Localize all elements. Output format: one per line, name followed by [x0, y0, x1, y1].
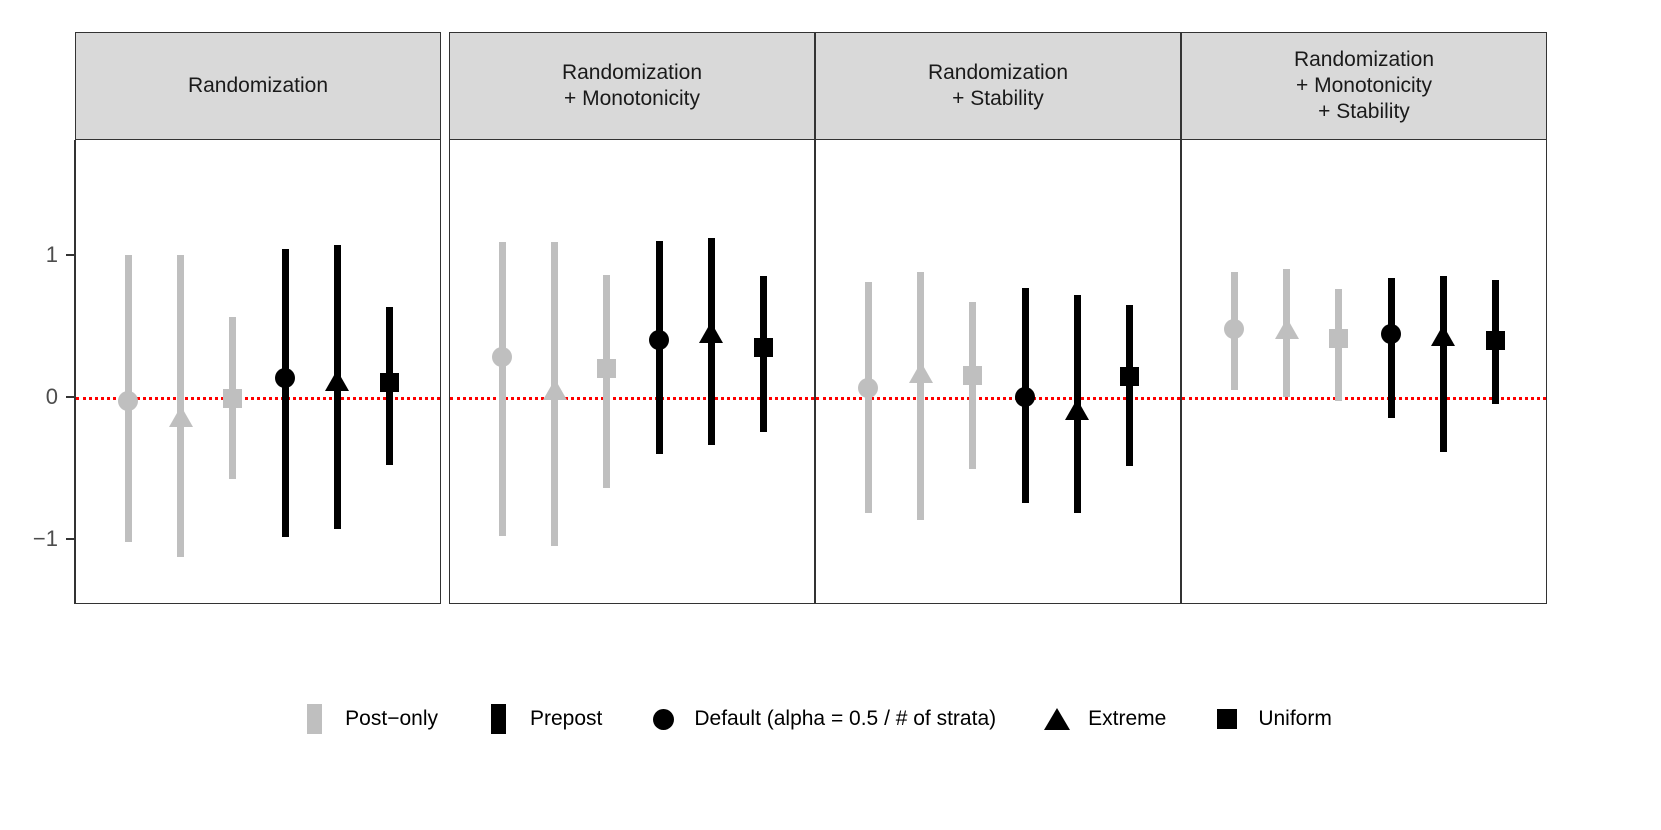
legend-item[interactable]: Prepost [476, 704, 640, 734]
estimate-circle-marker [858, 378, 879, 399]
facet-strip-label: Randomization + Monotonicity + Stability [1293, 48, 1435, 123]
estimate-square-marker [597, 358, 617, 378]
legend-key [1204, 709, 1250, 729]
legend-key [476, 704, 522, 734]
confidence-interval-bar [969, 301, 977, 470]
y-tick-mark [66, 395, 74, 398]
confidence-interval-bar [498, 242, 506, 536]
estimate-triangle-marker [1431, 324, 1456, 346]
legend-key [640, 708, 686, 730]
legend-label: Uniform [1258, 707, 1332, 730]
legend-key [1034, 708, 1080, 730]
zero-reference-line [450, 396, 814, 400]
facet-panel: Randomization + Monotonicity + Stability [1181, 32, 1547, 604]
estimate-square-marker [963, 366, 983, 386]
y-tick-label: 0 [45, 383, 58, 409]
zero-reference-line [1182, 396, 1546, 400]
y-tick-label: −1 [32, 525, 58, 551]
confidence-interval-bar [1439, 276, 1447, 453]
estimate-triangle-marker [1274, 317, 1299, 339]
estimate-triangle-marker [325, 370, 350, 392]
estimate-triangle-marker [699, 321, 724, 343]
square-marker-icon [1217, 709, 1238, 729]
legend-item[interactable]: Uniform [1204, 707, 1370, 731]
confidence-interval-bar [603, 274, 611, 488]
zero-reference-line [816, 396, 1180, 400]
facet-plot-area [449, 140, 815, 604]
legend-item[interactable]: Extreme [1034, 707, 1204, 731]
facet-plot-area [1181, 140, 1547, 604]
y-tick-mark [66, 254, 74, 256]
estimate-circle-marker [118, 391, 139, 412]
confidence-interval-bar [1387, 277, 1395, 419]
estimate-circle-marker [1381, 324, 1402, 345]
facet-strip: Randomization + Monotonicity [449, 32, 815, 140]
zero-reference-line [76, 396, 440, 400]
y-tick-mark [66, 537, 74, 540]
estimate-circle-marker [1224, 318, 1245, 339]
facet-strip: Randomization + Stability [815, 32, 1181, 140]
estimate-square-marker [754, 337, 774, 357]
legend-item[interactable]: Default (alpha = 0.5 / # of strata) [640, 707, 1034, 731]
estimate-circle-marker [649, 330, 670, 351]
facet-strip: Randomization + Monotonicity + Stability [1181, 32, 1547, 140]
facet-strip-label: Randomization + Stability [927, 61, 1069, 110]
triangle-marker-icon [1044, 708, 1071, 730]
legend-label: Default (alpha = 0.5 / # of strata) [694, 707, 997, 730]
y-tick-label: 1 [45, 241, 58, 267]
facet-strip-label: Randomization + Monotonicity [561, 61, 703, 110]
estimate-square-marker [223, 388, 243, 408]
facet-panel: Randomization + Monotonicity [449, 32, 815, 604]
legend-label: Post−only [345, 707, 438, 730]
circle-marker-icon [652, 708, 674, 730]
estimate-square-marker [1329, 329, 1349, 349]
estimate-triangle-marker [168, 405, 193, 427]
estimate-triangle-marker [908, 361, 933, 383]
confidence-interval-bar [917, 271, 925, 521]
estimate-triangle-marker [1065, 398, 1090, 420]
post-only-swatch-icon [306, 704, 322, 734]
facet-strip: Randomization [75, 32, 441, 140]
legend-label: Prepost [529, 707, 603, 730]
prepost-swatch-icon [491, 704, 507, 734]
estimate-square-marker [1486, 330, 1506, 350]
confidence-interval-bar [281, 249, 289, 538]
facet-panel: Randomization + Stability [815, 32, 1181, 604]
estimate-circle-marker [1015, 386, 1036, 407]
facet-strip-label: Randomization [187, 74, 329, 98]
estimate-triangle-marker [542, 378, 567, 400]
estimate-circle-marker [275, 368, 296, 389]
legend-label: Extreme [1088, 707, 1167, 730]
estimate-square-marker [1120, 367, 1140, 387]
facet-plot-area [815, 140, 1181, 604]
legend-item[interactable]: Post−only [291, 704, 476, 734]
facet-plot-area [75, 140, 441, 604]
chart-legend: Post−only Prepost Default (alpha = 0.5 / #… [0, 695, 1661, 743]
estimate-circle-marker [492, 347, 513, 368]
legend-key [291, 704, 337, 734]
facet-panel: Randomization [75, 32, 441, 604]
estimate-square-marker [380, 373, 400, 393]
